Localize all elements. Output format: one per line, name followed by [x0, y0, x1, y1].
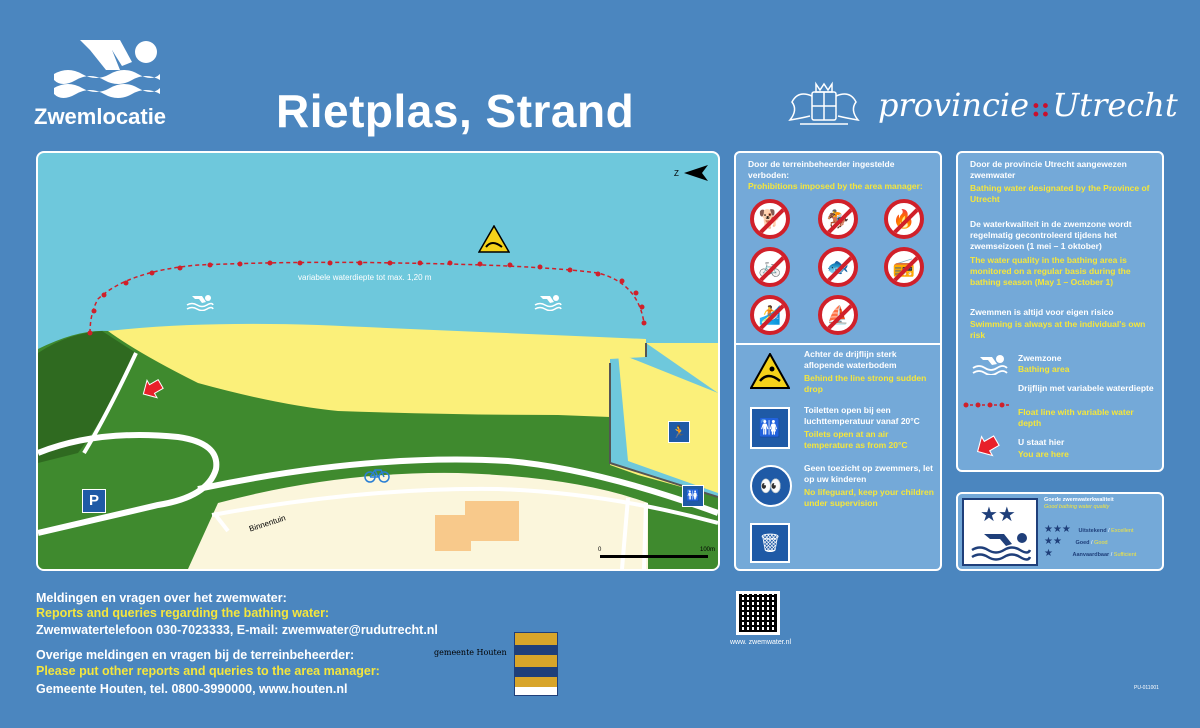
quality-title-nl: Goede zwemwaterkwaliteit: [1044, 497, 1114, 503]
quality-label-en: Sufficient: [1113, 552, 1137, 558]
bicycle-route-icon: [364, 469, 390, 483]
litter-bin-icon: 🗑: [750, 523, 790, 563]
you-are-here-icon: [142, 378, 164, 399]
footer-water-title-en: Reports and queries regarding the bathin…: [36, 606, 330, 620]
swim-zone-icon: [534, 295, 562, 311]
parking-icon: P: [82, 489, 106, 513]
province-coat-of-arms-icon: [786, 80, 862, 128]
panel-divider: [736, 343, 940, 345]
quality-label-nl: Aanvaardbaar: [1072, 552, 1110, 558]
province-separator: ::: [1031, 93, 1051, 123]
legend-float-nl: Drijflijn met variabele waterdiepte: [1018, 383, 1154, 393]
footer-water-title-nl: Meldingen en vragen over het zwemwater:: [36, 591, 287, 605]
info-drop-en: Behind the line strong sudden drop: [804, 373, 927, 394]
municipality-label: gemeente Houten: [434, 648, 507, 657]
you-are-here-icon: [976, 435, 1000, 457]
province-p1-nl: Door de provincie Utrecht aangewezen zwe…: [970, 159, 1127, 180]
quality-label-nl: Goed: [1075, 540, 1090, 546]
province-info-panel: Door de provincie Utrecht aangewezen zwe…: [956, 151, 1164, 472]
province-p3-nl: Zwemmen is altijd voor eigen risico: [970, 307, 1114, 317]
toilet-icon: 🚻: [750, 407, 790, 449]
water-quality-panel: ★★ Goede zwemwaterkwaliteit Good bathing…: [956, 492, 1164, 571]
no-dogs-icon: 🐕: [750, 199, 790, 239]
qr-url-label: www. zwemwater.nl: [730, 639, 792, 646]
no-bicycles-mopeds-icon: 🚲: [750, 247, 790, 287]
footer-manager-title-nl: Overige meldingen en vragen bij de terre…: [36, 648, 355, 662]
swimmer-icon: [54, 40, 160, 98]
compass-label: Z: [674, 169, 679, 178]
footer-manager-title-en: Please put other reports and queries to …: [36, 664, 380, 678]
quality-label-en: Good: [1094, 540, 1108, 546]
beach-map-drawing: [38, 153, 718, 569]
page-title: Rietplas, Strand: [276, 85, 635, 137]
prohibitions-title-nl: Door de terreinbeheerder ingestelde verb…: [748, 159, 895, 180]
map-toilet-icon: 🚻: [682, 485, 704, 507]
quality-row-excellent: ★★★ Uitstekend / Excellent: [1044, 524, 1134, 535]
info-drop-nl: Achter de drijflijn sterk aflopende wate…: [804, 349, 897, 370]
no-radio-icon: 📻: [884, 247, 924, 287]
no-lifeguard-icon: 👀: [750, 465, 792, 507]
province-word: provincie: [878, 86, 1030, 124]
province-p1-en: Bathing water designated by the Province…: [970, 183, 1150, 204]
footer-water-contact: Zwemwatertelefoon 030-7023333, E-mail: z…: [36, 623, 438, 637]
no-sailing-icon: ⛵: [818, 295, 858, 335]
beach-map: Z variabele waterdiepte tot max. 1,20 m …: [36, 151, 720, 571]
legend-here-nl: U staat hier: [1018, 437, 1065, 447]
no-windsurfing-icon: 🏄: [750, 295, 790, 335]
scale-bar: [600, 555, 708, 558]
quality-stars-icon: ★★: [980, 504, 1016, 526]
warning-drop-icon: [478, 225, 510, 253]
legend-swim-nl: Zwemzone: [1018, 353, 1062, 363]
no-fire-icon: 🔥: [884, 199, 924, 239]
info-lifeguard-en: No lifeguard, keep your children under s…: [804, 487, 934, 508]
quality-stars-icon: ★: [1044, 548, 1053, 559]
info-toilet-en: Toilets open at an air temperature as fr…: [804, 429, 908, 450]
quality-title-en: Good bathing water quality: [1044, 504, 1110, 510]
province-p2-nl: De waterkwaliteit in de zwemzone wordt r…: [970, 219, 1132, 251]
scale-end-label: 100m: [700, 547, 716, 553]
info-toilet-nl: Toiletten open bij een luchttemperatuur …: [804, 405, 920, 426]
sign-code-label: PU-011001: [1134, 685, 1159, 691]
beach-entrance-icon: 🏃: [668, 421, 690, 443]
legend-here-en: You are here: [1018, 449, 1069, 459]
province-logo-text: provincie::Utrecht: [878, 86, 1178, 124]
footer-manager-contact: Gemeente Houten, tel. 0800-3990000, www.…: [36, 682, 348, 696]
no-horse-riding-icon: 🏇: [818, 199, 858, 239]
municipality-crest-icon: [514, 632, 558, 696]
prohibitions-panel: Door de terreinbeheerder ingestelde verb…: [734, 151, 942, 571]
province-name: Utrecht: [1052, 86, 1178, 124]
legend-swim-en: Bathing area: [1018, 364, 1070, 374]
quality-stars-icon: ★★★: [1044, 524, 1071, 535]
prohibitions-title-en: Prohibitions imposed by the area manager…: [748, 181, 923, 191]
province-p2-en: The water quality in the bathing area is…: [970, 255, 1131, 287]
swim-zone-icon: [186, 295, 214, 311]
qr-code-icon[interactable]: [736, 591, 780, 635]
scale-start-label: 0: [598, 547, 602, 553]
quality-label-en: Excellent: [1111, 528, 1134, 534]
swim-location-logo: [50, 34, 162, 100]
swimmer-icon: [971, 533, 1032, 561]
swim-location-label: Zwemlocatie: [34, 104, 167, 129]
compass-arrow-icon: [684, 165, 708, 181]
quality-row-sufficient: ★ Aanvaardbaar / Sufficient: [1044, 548, 1137, 559]
info-lifeguard-nl: Geen toezicht op zwemmers, let op uw kin…: [804, 463, 933, 484]
quality-label-nl: Uitstekend: [1078, 528, 1107, 534]
quality-sign: ★★: [962, 498, 1038, 566]
swim-zone-icon: [972, 355, 1008, 375]
legend-float-en: Float line with variable water depth: [1018, 407, 1134, 428]
float-line-label: variabele waterdiepte tot max. 1,20 m: [298, 273, 432, 282]
warning-drop-icon: [750, 353, 790, 389]
quality-stars-icon: ★★: [1044, 536, 1062, 547]
province-p3-en: Swimming is always at the individual's o…: [970, 319, 1146, 340]
float-line-icon: [963, 402, 1010, 408]
quality-row-good: ★★ Goed / Good: [1044, 536, 1108, 547]
no-fishing-icon: 🐟: [818, 247, 858, 287]
